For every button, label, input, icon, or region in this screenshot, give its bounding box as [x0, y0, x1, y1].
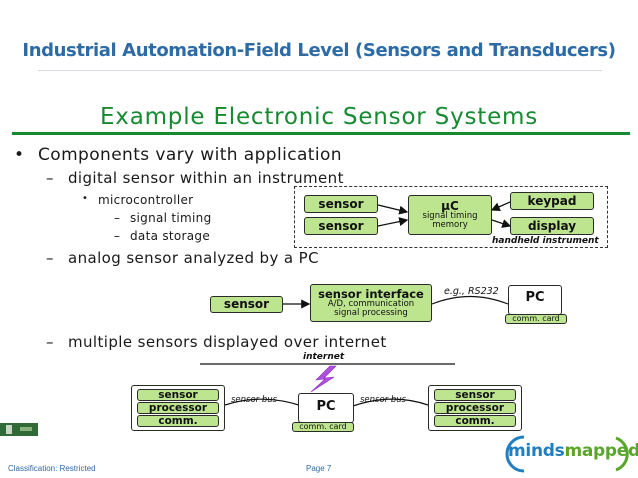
display-box: display — [510, 217, 594, 235]
pc-comm-card: comm. card — [505, 314, 567, 324]
right-sensor-bus-link — [352, 398, 429, 407]
dash-glyph-4: – — [46, 249, 54, 267]
dash-glyph-2: – — [114, 211, 121, 225]
right-node-processor: processor — [434, 402, 516, 414]
right-node-comm: comm. — [434, 415, 516, 427]
slide-heading: Example Electronic Sensor Systems — [99, 104, 539, 130]
footer-page-number: Page 7 — [306, 464, 332, 473]
bullet-glyph-small: • — [82, 193, 89, 204]
interface-line-2: signal processing — [334, 308, 408, 319]
right-sensor-bus-label: sensor bus — [360, 395, 407, 405]
microcontroller-box: μC signal timing memory — [408, 195, 492, 235]
logo-ring-icon — [505, 435, 629, 473]
bullet-analog-sensor: analog sensor analyzed by a PC — [68, 249, 319, 267]
logo-text-suffix: mapped — [564, 441, 638, 461]
arrow-sensor1-uc — [377, 204, 409, 215]
mindsmapped-logo: mindsmapped — [496, 432, 638, 474]
internet-label: internet — [303, 352, 345, 362]
handheld-sensor-2: sensor — [304, 217, 378, 235]
bullet-signal-timing: signal timing — [130, 211, 212, 225]
uc-title: μC — [441, 198, 459, 213]
handheld-instrument-frame — [294, 186, 608, 248]
slide-thumbnail-image — [0, 423, 38, 436]
arrow-keypad-uc — [490, 201, 511, 211]
dash-glyph-3: – — [114, 229, 121, 243]
logo-wordmark: mindsmapped — [508, 441, 638, 461]
internet-pc-comm-card: comm. card — [292, 422, 354, 432]
bullet-components: Components vary with application — [38, 145, 342, 165]
dash-glyph-1: – — [46, 169, 54, 187]
uc-line-1: signal timing — [422, 211, 478, 222]
rs232-label: e.g., RS232 — [444, 286, 499, 297]
dash-glyph-5: – — [46, 333, 54, 351]
bullet-microcontroller: microcontroller — [98, 193, 194, 207]
lightning-bolt-icon — [310, 365, 337, 393]
interface-line-1: A/D, communication — [327, 299, 415, 310]
title-divider — [38, 70, 602, 71]
logo-text-prefix: minds — [508, 441, 565, 461]
handheld-caption: handheld instrument — [492, 236, 599, 246]
bullet-data-storage: data storage — [130, 229, 211, 243]
left-sensor-bus-label: sensor bus — [231, 395, 278, 405]
uc-line-2: memory — [432, 220, 468, 231]
handheld-sensor-1: sensor — [304, 195, 378, 213]
left-sensor-bus-link — [224, 398, 303, 407]
right-node-sensor: sensor — [434, 389, 516, 401]
page-title: Industrial Automation-Field Level (Senso… — [22, 40, 616, 61]
sensor-interface-box: sensor interface A/D, communication sign… — [310, 284, 432, 322]
keypad-box: keypad — [510, 192, 594, 210]
arrow-sensor2-uc — [377, 217, 409, 227]
left-node-comm: comm. — [137, 415, 219, 427]
internet-pc-box: PC — [298, 393, 354, 423]
left-node-sensor: sensor — [137, 389, 219, 401]
pc-box: PC — [508, 285, 562, 315]
bullet-digital-sensor: digital sensor within an instrument — [68, 169, 344, 187]
rs232-link — [431, 295, 509, 305]
arrow-uc-display — [491, 219, 512, 228]
heading-underline — [12, 132, 630, 135]
interface-title: sensor interface — [318, 287, 424, 302]
bullet-glyph: • — [14, 145, 25, 165]
bullet-multiple-sensors: multiple sensors displayed over internet — [68, 333, 387, 351]
pc-diagram-sensor: sensor — [210, 296, 283, 313]
left-node-processor: processor — [137, 402, 219, 414]
footer-classification: Classification: Restricted — [8, 464, 96, 473]
